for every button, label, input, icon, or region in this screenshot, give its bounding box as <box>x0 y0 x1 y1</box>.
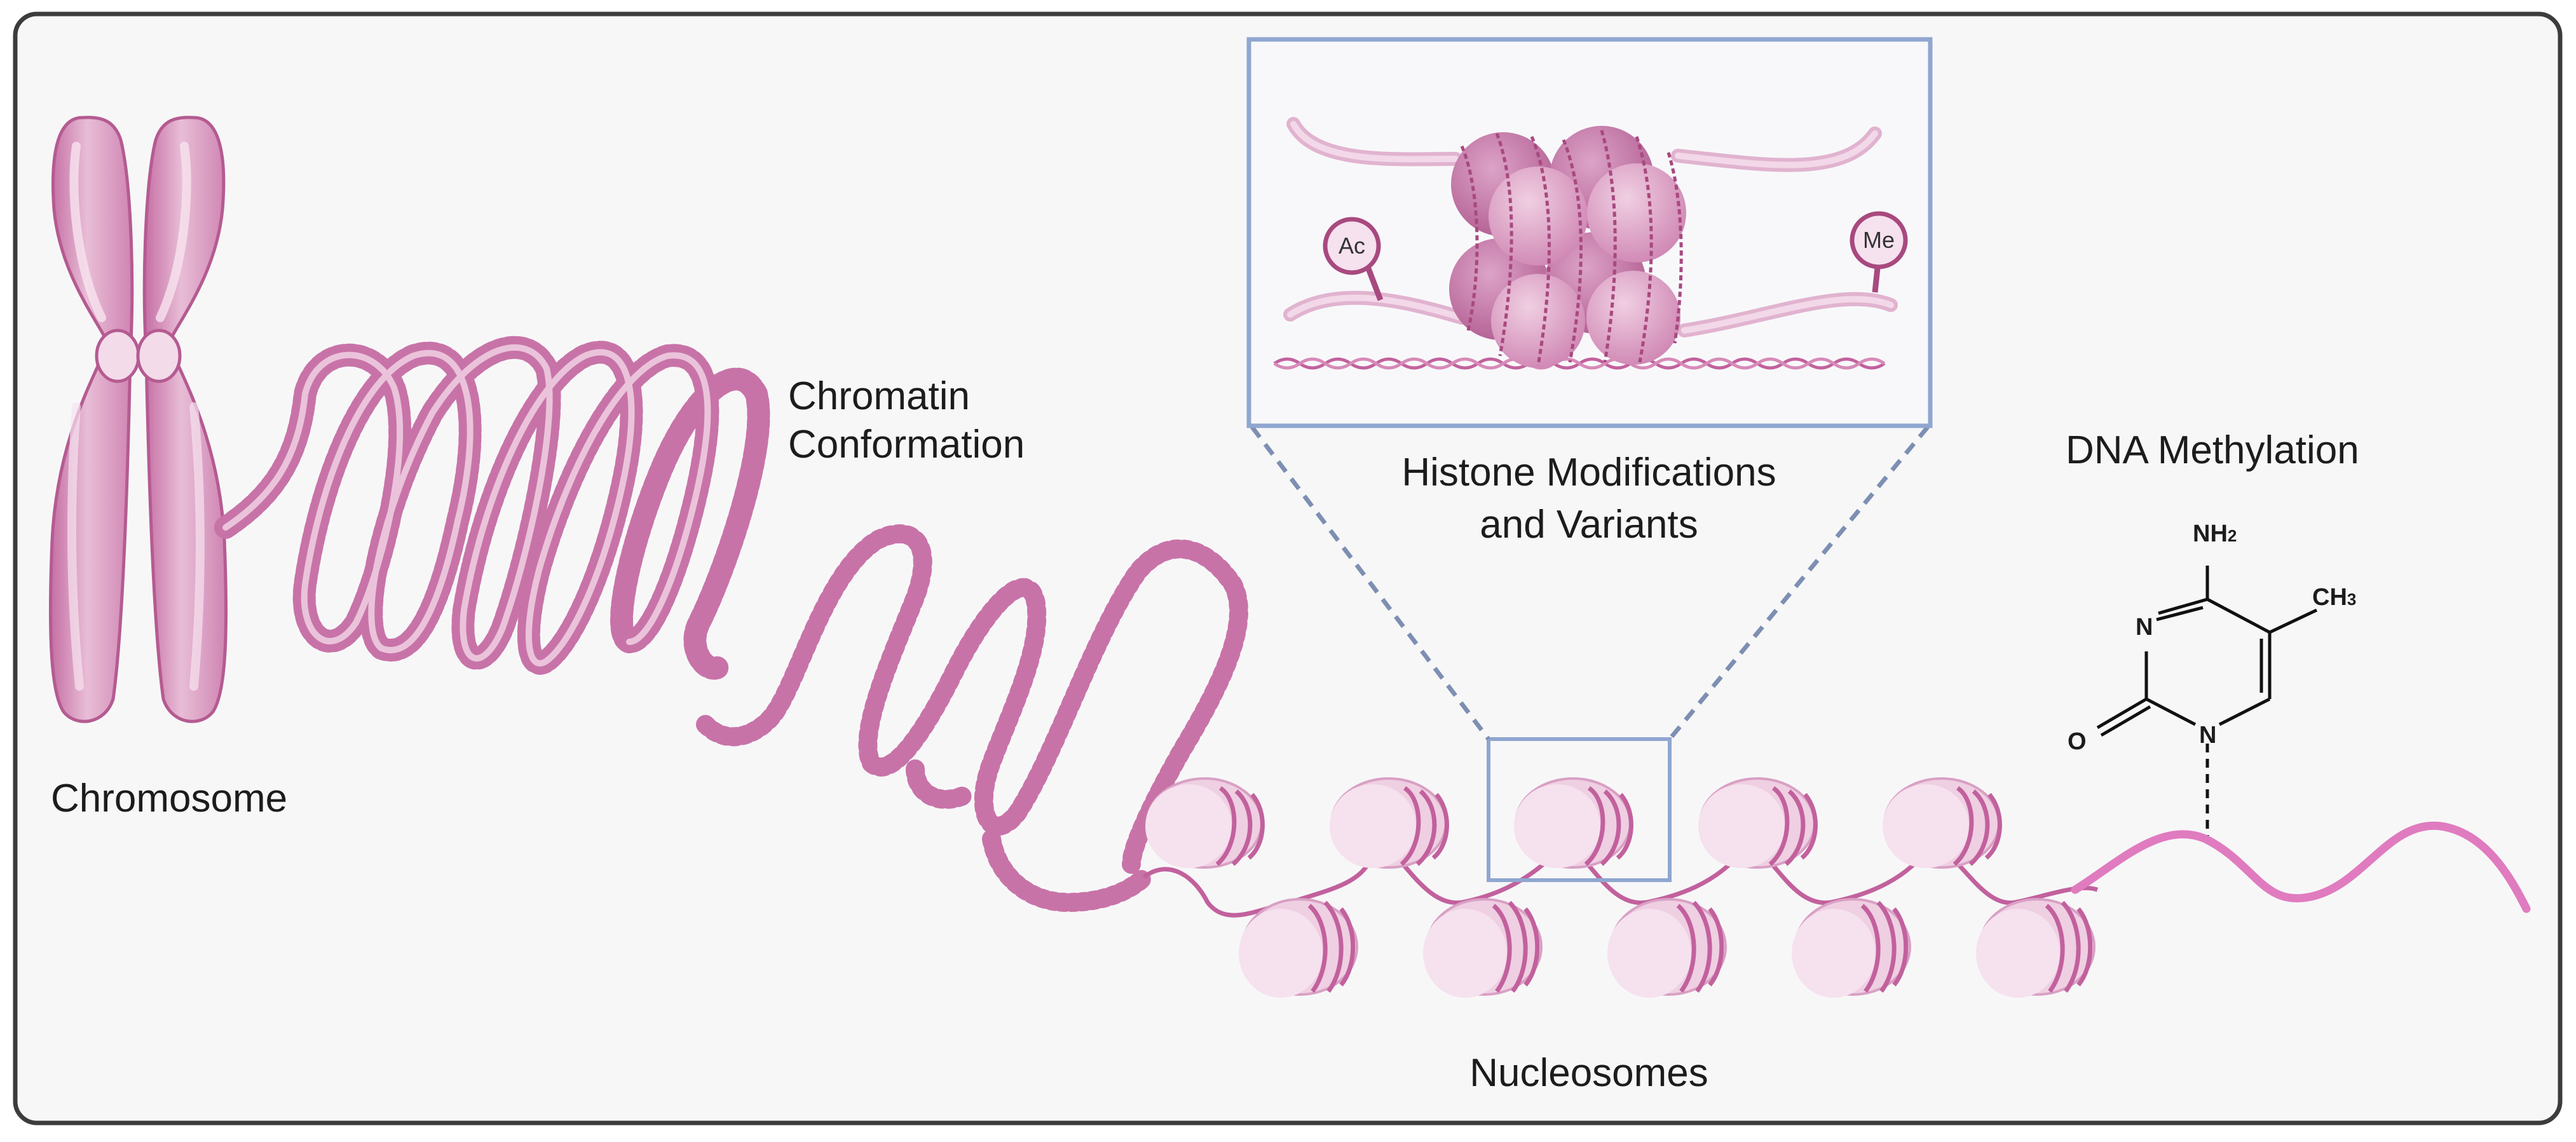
dna-methylation-label: DNA Methylation <box>2066 428 2359 472</box>
chromosome-illustration <box>48 116 228 723</box>
nucleosome-chain <box>1142 777 2099 998</box>
nh2-text: NH <box>2193 520 2228 547</box>
zoom-line-left <box>1250 425 1490 741</box>
cytosine-structure <box>2096 566 2318 839</box>
zoom-line-right <box>1668 425 1930 741</box>
chromatin-label-line2: Conformation <box>788 423 1025 466</box>
histone-label-line1: Histone Modifications <box>1401 451 1776 494</box>
histone-label-line2: and Variants <box>1480 503 1698 547</box>
acetyl-mark <box>1323 217 1381 275</box>
nh2-group: NH2 <box>2193 520 2237 550</box>
ch3-text: CH <box>2312 584 2347 611</box>
methyl-mark <box>1850 211 1908 269</box>
chromosome-label: Chromosome <box>51 777 288 820</box>
nh2-subscript: 2 <box>2227 526 2237 545</box>
ring-nitrogen-top: N <box>2136 614 2153 641</box>
chromatin-coil <box>214 336 1248 913</box>
acetyl-mark-label: Ac <box>1338 233 1365 259</box>
nucleosomes-label: Nucleosomes <box>1469 1051 1708 1095</box>
chromatin-label-line1: Chromatin <box>788 374 970 418</box>
ring-nitrogen-bottom: N <box>2199 722 2217 749</box>
ch3-subscript: 3 <box>2347 590 2357 609</box>
ch3-group: CH3 <box>2312 583 2356 613</box>
histone-inset <box>1246 37 1933 428</box>
carbonyl-oxygen: O <box>2068 728 2087 755</box>
methyl-mark-label: Me <box>1862 227 1895 253</box>
highlight-box <box>1487 737 1672 882</box>
dna-strand <box>2071 821 2531 913</box>
